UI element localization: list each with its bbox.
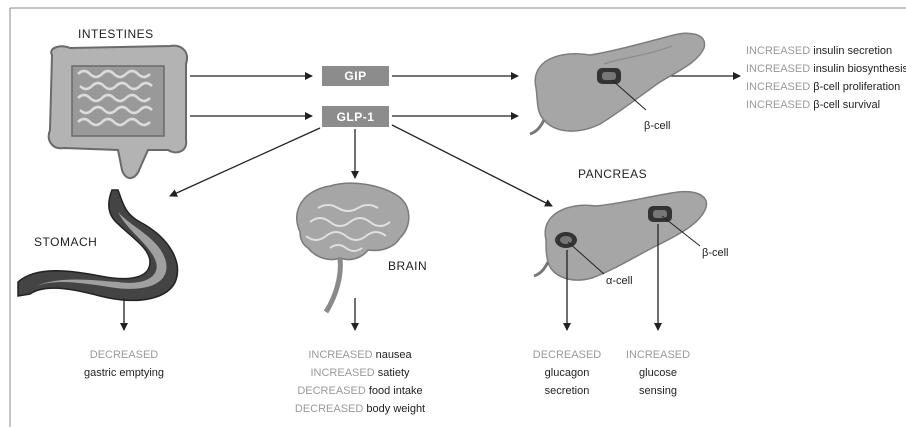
stomach-effect-text: gastric emptying (84, 367, 164, 379)
upper-pancreas-illustration (529, 32, 706, 136)
arrow-glp1-to-stomach (169, 127, 321, 197)
brain-label: BRAIN (388, 259, 427, 273)
glp1-label: GLP-1 (337, 110, 375, 124)
effect-line: DECREASED food intake (297, 385, 422, 397)
lower-beta-cell-pointer (661, 215, 701, 247)
effect-line: INCREASED satiety (310, 367, 410, 379)
effect-line: INCREASED insulin biosynthesis (746, 63, 906, 75)
beta-effect-line2: sensing (639, 385, 677, 397)
effect-line: INCREASED β-cell survival (746, 99, 880, 111)
gip-box (322, 66, 389, 86)
brain-effects: INCREASED nausea INCREASED satiety DECRE… (295, 349, 425, 415)
intestines-illustration (47, 44, 188, 179)
upper-beta-cell-label: β-cell (644, 120, 671, 132)
glp1-box (322, 106, 389, 127)
intestines-label: INTESTINES (78, 27, 154, 41)
stomach-effect-prefix: DECREASED (90, 349, 159, 361)
effect-line: INCREASED nausea (308, 349, 412, 361)
effect-line: INCREASED β-cell proliferation (746, 81, 900, 93)
pancreas-label: PANCREAS (578, 167, 647, 181)
alpha-cell-pointer (567, 241, 605, 275)
alpha-effect-line2: secretion (545, 385, 590, 397)
alpha-cell-label: α-cell (606, 275, 633, 287)
alpha-effect-prefix: DECREASED (533, 349, 602, 361)
effect-line: DECREASED body weight (295, 403, 425, 415)
gip-label: GIP (344, 69, 366, 83)
pancreas-top-effects: INCREASED insulin secretion INCREASED in… (746, 45, 906, 111)
beta-effect-prefix: INCREASED (626, 349, 690, 361)
lower-beta-cell-label: β-cell (702, 247, 729, 259)
arrow-glp1-to-lower-pancreas (391, 124, 553, 207)
brain-illustration (296, 182, 410, 314)
effect-line: INCREASED insulin secretion (746, 45, 892, 57)
lower-pancreas-illustration (533, 190, 708, 281)
upper-beta-cell-pointer (611, 79, 647, 111)
stomach-illustration (17, 189, 179, 302)
alpha-effect-line1: glucagon (545, 367, 590, 379)
stomach-label: STOMACH (34, 235, 97, 249)
beta-effect-line1: glucose (639, 367, 677, 379)
